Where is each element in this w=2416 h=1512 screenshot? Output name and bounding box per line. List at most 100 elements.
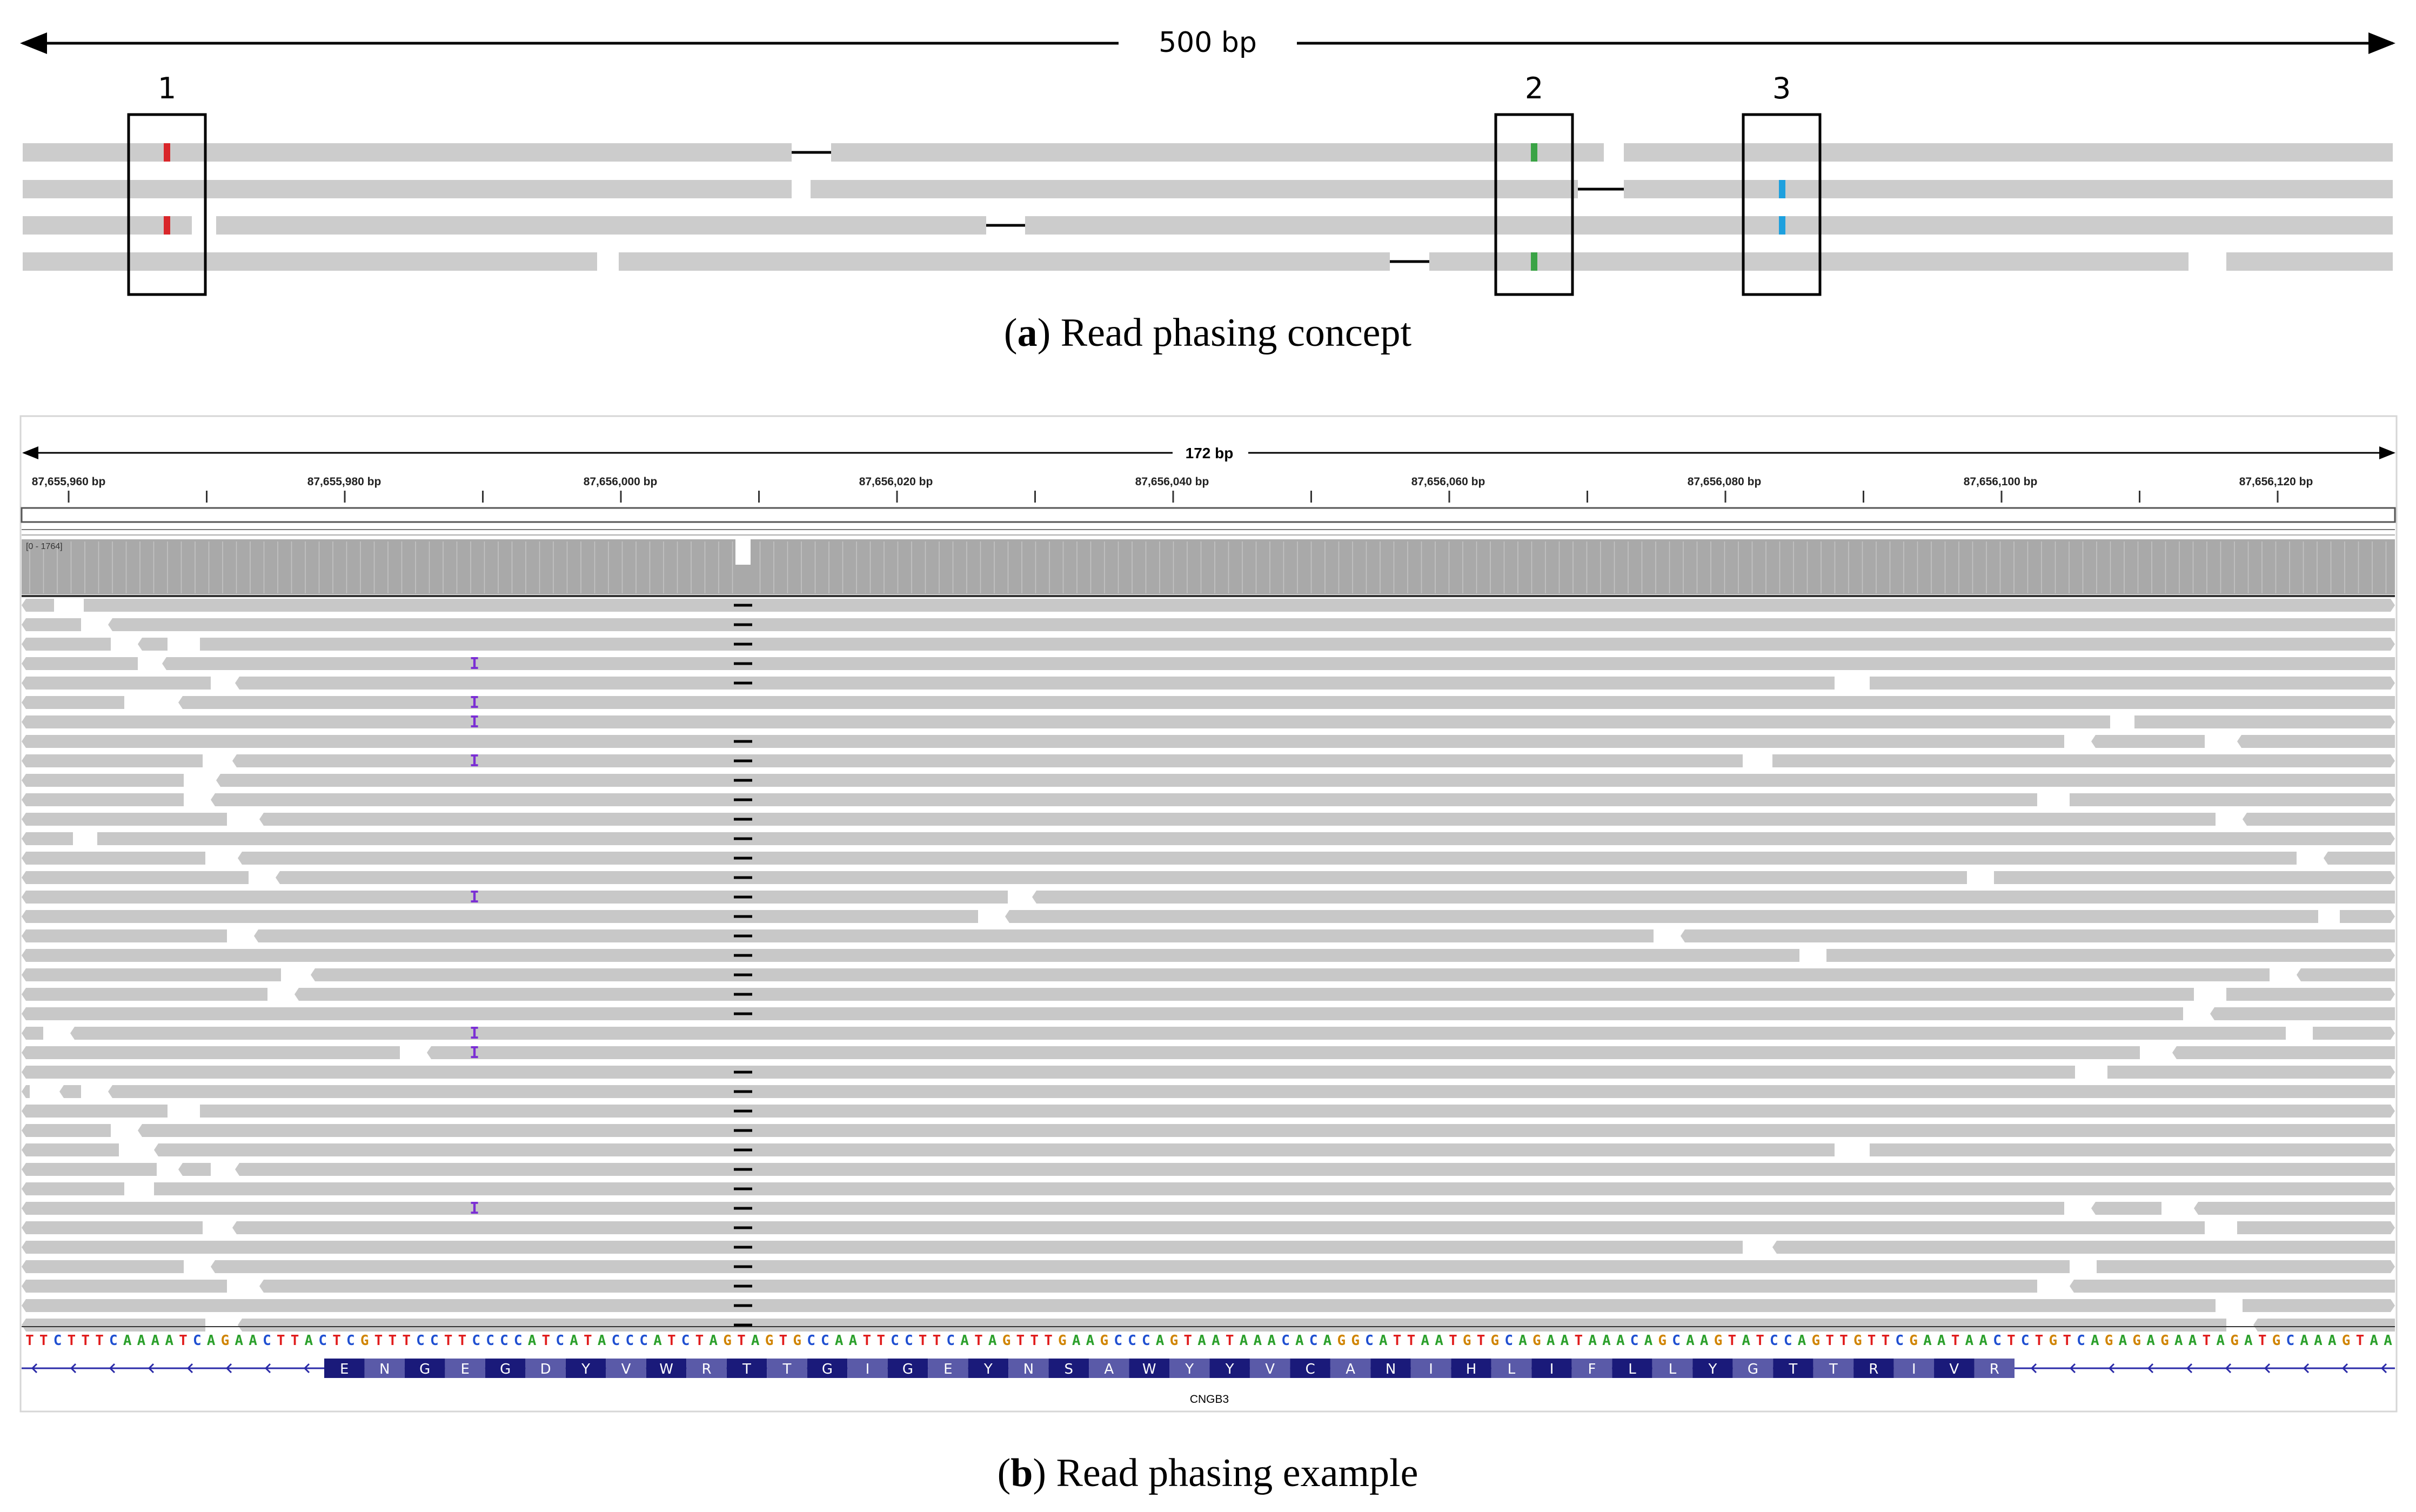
reference-base: A bbox=[2091, 1333, 2099, 1349]
reference-base: G bbox=[1170, 1333, 1179, 1349]
reference-base: A bbox=[751, 1333, 760, 1349]
reference-base: G bbox=[221, 1333, 230, 1349]
coverage-left bbox=[22, 539, 735, 594]
aligned-read bbox=[22, 988, 267, 1001]
reference-base: C bbox=[821, 1333, 829, 1349]
reference-base: T bbox=[444, 1333, 453, 1349]
amino-acid-cell bbox=[1048, 1359, 1089, 1378]
aligned-read bbox=[1772, 1241, 2395, 1254]
amino-acid-cell bbox=[404, 1359, 445, 1378]
reference-base: C bbox=[946, 1333, 955, 1349]
reference-base: C bbox=[1895, 1333, 1904, 1349]
reference-base: A bbox=[1254, 1333, 1262, 1349]
reference-base: A bbox=[709, 1333, 718, 1349]
amino-acid-label: H bbox=[1466, 1361, 1477, 1377]
insertion-mark: I bbox=[470, 1199, 479, 1218]
amino-acid-label: S bbox=[1065, 1361, 1074, 1377]
reference-base: T bbox=[1839, 1333, 1848, 1349]
amino-acid-cell bbox=[1571, 1359, 1612, 1378]
reference-base: T bbox=[1728, 1333, 1737, 1349]
aligned-read bbox=[22, 1007, 2183, 1020]
reference-base: A bbox=[1518, 1333, 1527, 1349]
aligned-read bbox=[2107, 1066, 2395, 1079]
aligned-read bbox=[1870, 1143, 2395, 1156]
strand-arrow bbox=[2341, 1363, 2348, 1374]
aligned-read bbox=[108, 1085, 2395, 1098]
aligned-read bbox=[2324, 852, 2395, 865]
reference-base: A bbox=[570, 1333, 578, 1349]
amino-acid-label: E bbox=[340, 1361, 349, 1377]
amino-acid-cell bbox=[686, 1359, 727, 1378]
amino-acid-label: R bbox=[1990, 1361, 1999, 1377]
reference-base: G bbox=[1002, 1333, 1011, 1349]
reference-base: G bbox=[2160, 1333, 2169, 1349]
reference-base: A bbox=[1295, 1333, 1304, 1349]
aligned-read bbox=[2243, 1299, 2395, 1312]
strand-arrow bbox=[2108, 1363, 2115, 1374]
variant-mark-v3 bbox=[1779, 180, 1785, 198]
amino-acid-cell bbox=[847, 1359, 888, 1378]
reference-base: G bbox=[360, 1333, 369, 1349]
reference-base: T bbox=[1030, 1333, 1039, 1349]
reference-base: C bbox=[416, 1333, 425, 1349]
amino-acid-cell bbox=[1249, 1359, 1290, 1378]
amino-acid-cell bbox=[1934, 1359, 1975, 1378]
reference-base: C bbox=[472, 1333, 480, 1349]
phasing-boxes: 1 2 3 bbox=[127, 71, 1822, 296]
reference-base: A bbox=[2119, 1333, 2127, 1349]
deletion-marks bbox=[734, 604, 752, 1327]
amino-acid-cell bbox=[1410, 1359, 1451, 1378]
amino-acid-cell bbox=[726, 1359, 767, 1378]
aligned-read bbox=[22, 1124, 111, 1137]
concept-read bbox=[216, 216, 986, 235]
amino-acid-label: N bbox=[1386, 1361, 1396, 1377]
amino-acid-cell bbox=[485, 1359, 526, 1378]
reference-base: G bbox=[1058, 1333, 1067, 1349]
concept-read bbox=[1624, 143, 2393, 162]
reference-base: C bbox=[1504, 1333, 1513, 1349]
reference-base: C bbox=[1993, 1333, 2002, 1349]
strand-arrow bbox=[31, 1363, 38, 1374]
aligned-read bbox=[200, 1105, 2395, 1118]
aligned-read bbox=[22, 1085, 30, 1098]
aligned-read bbox=[211, 1260, 2070, 1273]
coverage-range: [0 - 1764] bbox=[26, 542, 63, 551]
reference-base: A bbox=[1379, 1333, 1388, 1349]
aligned-read bbox=[22, 618, 81, 631]
reference-base: A bbox=[1323, 1333, 1332, 1349]
region-bar bbox=[21, 507, 2396, 523]
reference-base: G bbox=[1463, 1333, 1471, 1349]
reference-base: A bbox=[1616, 1333, 1625, 1349]
reference-base: C bbox=[1770, 1333, 1778, 1349]
reference-base: G bbox=[2132, 1333, 2141, 1349]
aligned-read bbox=[2340, 910, 2395, 923]
aligned-read bbox=[2070, 1280, 2395, 1293]
tick-label: 87,656,120 bp bbox=[2239, 476, 2313, 488]
reference-base: G bbox=[723, 1333, 732, 1349]
tick-label: 87,656,100 bp bbox=[1964, 476, 2038, 488]
reference-base: A bbox=[2384, 1333, 2392, 1349]
strand-arrow bbox=[2069, 1363, 2076, 1374]
phasing-box-2 bbox=[1494, 113, 1574, 296]
aligned-read bbox=[238, 852, 2297, 865]
concept-read bbox=[2226, 252, 2393, 271]
aligned-read bbox=[22, 774, 184, 787]
amino-acid-cell bbox=[767, 1359, 807, 1378]
amino-acid-label: Y bbox=[1225, 1361, 1234, 1377]
reference-base: G bbox=[1853, 1333, 1862, 1349]
aligned-read bbox=[1994, 871, 2395, 884]
reference-base: T bbox=[1393, 1333, 1402, 1349]
aligned-read bbox=[232, 754, 1743, 767]
span-label: 500 bp bbox=[1159, 26, 1257, 59]
amino-acid-cell bbox=[1893, 1359, 1935, 1378]
phasing-box-3 bbox=[1742, 113, 1822, 296]
variant-marks bbox=[164, 143, 1785, 271]
aligned-read bbox=[138, 638, 168, 651]
aligned-read bbox=[22, 1202, 2064, 1215]
reference-base: G bbox=[1337, 1333, 1346, 1349]
reference-base: A bbox=[1197, 1333, 1206, 1349]
reference-base: T bbox=[2356, 1333, 2365, 1349]
amino-acid-cell bbox=[1974, 1359, 2015, 1378]
amino-acid-label: Y bbox=[983, 1361, 993, 1377]
